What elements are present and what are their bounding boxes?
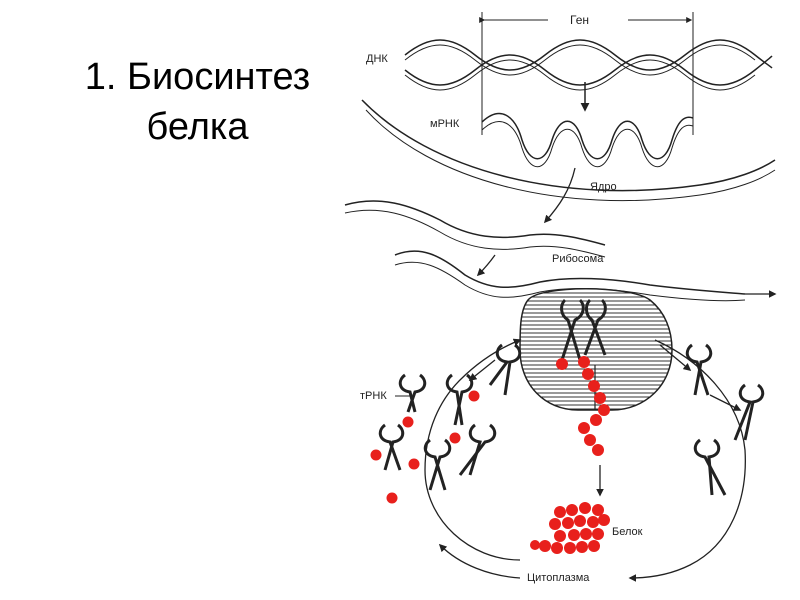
mrna-label: мРНК [430, 118, 460, 130]
ribosome-label: Рибосома [552, 253, 604, 265]
nucleus-label: Ядро [590, 181, 617, 193]
trna-cycle [424, 338, 746, 582]
gene-bracket [479, 12, 694, 135]
protein-label: Белок [612, 526, 643, 538]
title-line-2: белка [146, 106, 249, 148]
free-trna-left [378, 343, 522, 491]
cytoplasm-label: Цитоплазма [527, 572, 590, 584]
mrna-to-ribosome-arrow [476, 254, 496, 277]
gene-label: Ген [570, 13, 589, 27]
nucleus-membrane [361, 99, 776, 202]
mrna-ribbon [481, 112, 694, 168]
folded-protein [530, 502, 610, 554]
cytoplasm-mrna [344, 200, 746, 302]
trna-on-ribosome [560, 298, 607, 361]
free-trna-right [685, 343, 765, 496]
export-arrow [543, 167, 576, 224]
free-amino-acids-left [370, 390, 480, 504]
title-line-1: 1. Биосинтез [84, 56, 311, 98]
dna-helix [404, 39, 773, 91]
dna-label: ДНК [366, 53, 388, 65]
trna-label: тРНК [360, 390, 387, 402]
slide-title: 1. Биосинтез белка [60, 52, 335, 152]
ribosome [519, 288, 673, 411]
growing-polypeptide [556, 356, 610, 456]
